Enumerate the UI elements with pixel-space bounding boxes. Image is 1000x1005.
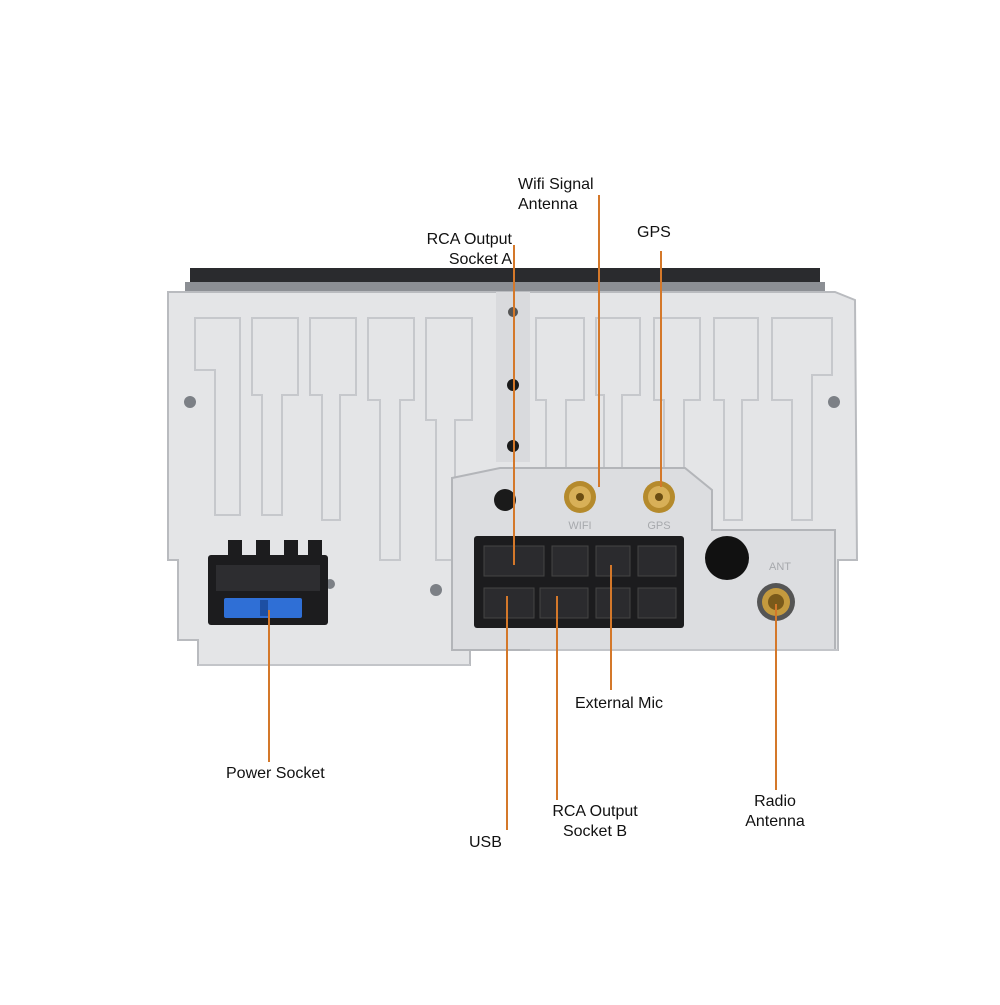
- callout-wifi-antenna: Wifi Signal Antenna: [518, 175, 594, 215]
- leader-lines: [268, 195, 777, 830]
- callout-rca-a-line1: RCA Output: [426, 231, 512, 248]
- radio-antenna-socket: [757, 583, 795, 621]
- callout-wifi-line2: Antenna: [518, 196, 578, 213]
- callout-rca-b-line2: Socket B: [562, 823, 628, 840]
- callout-rca-output-b: RCA Output Socket B: [540, 802, 650, 842]
- callout-usb: USB: [469, 833, 502, 853]
- ant-port-label: ANT: [769, 561, 791, 573]
- callout-rca-output-a: RCA Output Socket A: [404, 230, 512, 270]
- callout-external-mic: External Mic: [575, 694, 663, 714]
- screw-mid-left: [430, 584, 442, 596]
- screw-left: [184, 396, 196, 408]
- callout-gps-line1: GPS: [637, 224, 671, 241]
- multi-connector-block: [474, 536, 684, 628]
- callout-rca-a-line2: Socket A: [448, 251, 512, 268]
- callout-power-line1: Power Socket: [226, 765, 325, 782]
- chassis-top-edge: [185, 282, 825, 292]
- mic-hole: [705, 536, 749, 580]
- gps-sma-port: [643, 481, 675, 513]
- callout-radio-antenna: Radio Antenna: [730, 792, 820, 832]
- callout-radio-line2: Antenna: [745, 813, 805, 830]
- callout-rca-b-line1: RCA Output: [552, 803, 638, 820]
- callout-radio-line1: Radio: [754, 793, 796, 810]
- callout-power-socket: Power Socket: [226, 764, 325, 784]
- gps-port-label: GPS: [647, 520, 670, 532]
- power-socket: [208, 540, 328, 625]
- callout-external-mic-line1: External Mic: [575, 695, 664, 712]
- callout-gps: GPS: [637, 223, 671, 243]
- wifi-port-label: WIFI: [568, 520, 591, 532]
- wifi-sma-port: [564, 481, 596, 513]
- callout-wifi-line1: Wifi Signal: [518, 176, 594, 193]
- bay-hole: [494, 489, 516, 511]
- callout-usb-line1: USB: [469, 834, 502, 851]
- bottom-ribs: [198, 649, 838, 666]
- screw-right: [828, 396, 840, 408]
